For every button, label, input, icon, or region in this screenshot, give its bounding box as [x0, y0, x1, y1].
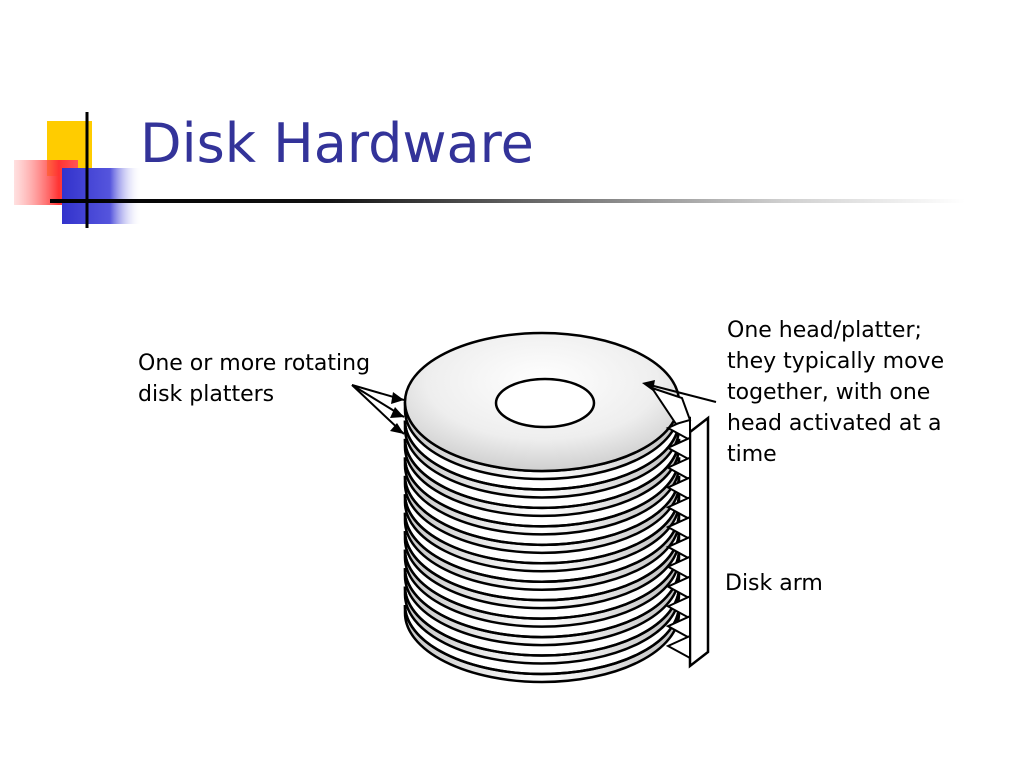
platter-rim [403, 494, 681, 565]
heads-label-line: they typically move [727, 349, 945, 374]
disk-arm-bar [688, 415, 710, 669]
platter-rim [403, 604, 681, 676]
heads-label-line: time [727, 442, 777, 467]
platter-rim [403, 568, 681, 639]
arrowhead [390, 423, 404, 434]
platter-rim [403, 420, 681, 491]
platters-label: One or more rotating disk platters [138, 348, 398, 410]
platter-rim [403, 586, 681, 657]
platters-label-line: One or more rotating [138, 351, 371, 376]
page-title: Disk Hardware [140, 112, 534, 175]
heads-label: One head/platter; they typically move to… [727, 315, 972, 470]
blue-block [62, 168, 142, 224]
disk-arm [688, 415, 710, 669]
platters-callout-arrows [351, 384, 405, 435]
platter-rim [403, 457, 681, 528]
arrowhead [642, 380, 655, 391]
read-write-head [665, 634, 691, 660]
platter-stack [403, 331, 681, 684]
read-write-head [665, 515, 691, 541]
platter-rim [403, 438, 681, 510]
heads-callout-arrow [642, 380, 717, 403]
read-write-head [665, 535, 691, 561]
platters-label-line: disk platters [138, 382, 275, 407]
arrowhead [391, 392, 404, 404]
platter-rim [403, 475, 681, 547]
read-write-head [665, 555, 691, 581]
read-write-head [665, 456, 691, 482]
read-write-head [665, 495, 691, 521]
platter-rim [403, 531, 681, 602]
arrow-line [645, 383, 717, 403]
heads-label-line: head activated at a [727, 411, 942, 436]
arrowhead [390, 407, 404, 418]
top-head-arm [649, 386, 692, 426]
heads-label-line: One head/platter; [727, 318, 922, 343]
spindle-hole [494, 377, 596, 429]
read-write-head [665, 574, 691, 601]
head-set [649, 386, 692, 660]
heads-label-line: together, with one [727, 380, 931, 405]
title-decoration [14, 112, 142, 228]
platter-rim [403, 549, 681, 620]
read-write-head [665, 475, 691, 502]
read-write-head [665, 436, 691, 462]
platter-rim [403, 512, 681, 583]
read-write-head [665, 594, 691, 621]
disk-arm-label: Disk arm [725, 571, 823, 596]
read-write-head [665, 614, 691, 640]
title-underline [50, 199, 965, 203]
